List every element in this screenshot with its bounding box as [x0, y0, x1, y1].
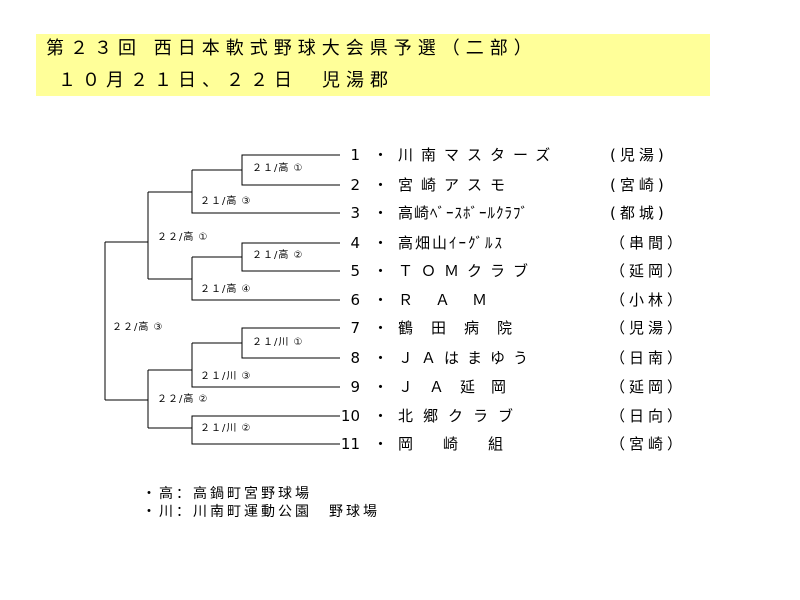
- team-name: ＪＡ延岡: [398, 378, 523, 396]
- team-dot: ・: [373, 349, 389, 367]
- team-name: ＪＡはまゆう: [398, 349, 537, 367]
- team-number: 5: [350, 262, 360, 280]
- team-region: （延岡）: [610, 262, 687, 280]
- team-row: 10 ・ 北郷クラブ （日向）: [340, 406, 740, 426]
- match-label-m1: ２１/高 ①: [252, 163, 304, 174]
- team-name: 高畑山ｲｰｸﾞﾙｽ: [398, 234, 505, 252]
- team-number: 4: [350, 234, 360, 252]
- tournament-title: 第２３回 西日本軟式野球大会県予選（二部）: [46, 38, 538, 59]
- team-row: 9 ・ ＪＡ延岡 （延岡）: [340, 377, 740, 397]
- title-banner: 第２３回 西日本軟式野球大会県予選（二部） １０月２１日、２２日 児湯郡: [36, 34, 710, 96]
- match-label-m2: ２１/高 ③: [200, 196, 252, 207]
- team-row: 6 ・ ＲＡＭ （小林）: [340, 290, 740, 310]
- team-dot: ・: [373, 146, 389, 164]
- team-number: 9: [350, 378, 360, 396]
- team-number: 3: [350, 204, 360, 222]
- team-dot: ・: [373, 319, 389, 337]
- team-row: 2 ・ 宮崎アスモ (宮崎): [340, 175, 740, 195]
- team-name: ＴＯＭクラブ: [398, 262, 537, 280]
- match-label-sf2: ２２/高 ②: [157, 394, 209, 405]
- match-label-m3: ２１/高 ②: [252, 250, 304, 261]
- team-number: 8: [350, 349, 360, 367]
- match-label-m7: ２１/川 ②: [200, 423, 252, 434]
- team-number: 11: [340, 435, 360, 453]
- team-region: （日南）: [610, 349, 687, 367]
- match-label-m6: ２１/川 ③: [200, 371, 252, 382]
- team-region: (児湯): [610, 146, 668, 164]
- team-row: 4 ・ 高畑山ｲｰｸﾞﾙｽ （串間）: [340, 233, 740, 253]
- team-region: （宮崎）: [610, 435, 687, 453]
- bracket-line-sf1: [105, 192, 149, 279]
- team-region: （串間）: [610, 234, 687, 252]
- match-label-final: ２２/高 ③: [112, 322, 164, 333]
- team-number: 10: [340, 407, 360, 425]
- team-name: ＲＡＭ: [398, 291, 510, 309]
- bracket-line-6: [148, 257, 340, 301]
- team-region: （日向）: [610, 407, 687, 425]
- team-number: 7: [350, 319, 360, 337]
- tournament-dates-venue: １０月２１日、２２日 児湯郡: [58, 70, 394, 91]
- team-dot: ・: [373, 435, 389, 453]
- team-name: 北郷クラブ: [398, 407, 524, 425]
- bracket-line-1-2: [192, 154, 340, 186]
- team-number: 2: [350, 176, 360, 194]
- team-name: 岡崎組: [398, 435, 534, 453]
- team-name: 鶴田病院: [398, 319, 531, 337]
- team-dot: ・: [373, 291, 389, 309]
- venue-legend-taka: ・高：高鍋町宮野球場: [142, 486, 312, 502]
- bracket-line-sf2: [105, 370, 149, 428]
- team-row: 1 ・ 川南マスターズ (児湯): [340, 145, 740, 165]
- team-row: 3 ・ 高崎ﾍﾞｰｽﾎﾞｰﾙｸﾗﾌﾞ (都城): [340, 203, 740, 223]
- team-name: 川南マスターズ: [398, 146, 559, 164]
- team-dot: ・: [373, 204, 389, 222]
- team-row: 5 ・ ＴＯＭクラブ （延岡）: [340, 261, 740, 281]
- team-dot: ・: [373, 407, 389, 425]
- bracket-line-10-11: [148, 415, 340, 445]
- team-dot: ・: [373, 176, 389, 194]
- match-label-m4: ２１/高 ④: [200, 284, 252, 295]
- team-name: 高崎ﾍﾞｰｽﾎﾞｰﾙｸﾗﾌﾞ: [398, 204, 530, 222]
- team-region: （小林）: [610, 291, 687, 309]
- team-region: （延岡）: [610, 378, 687, 396]
- match-label-m5: ２１/川 ①: [252, 337, 304, 348]
- bracket-line-7-8: [192, 327, 340, 359]
- team-region: (都城): [610, 204, 668, 222]
- bracket-line-4-5: [192, 242, 340, 272]
- match-label-sf1: ２２/高 ①: [157, 232, 209, 243]
- team-row: 11 ・ 岡崎組 （宮崎）: [340, 434, 740, 454]
- team-number: 6: [350, 291, 360, 309]
- team-region: (宮崎): [610, 176, 668, 194]
- team-dot: ・: [373, 234, 389, 252]
- bracket-line-3: [148, 170, 340, 214]
- team-region: （児湯）: [610, 319, 687, 337]
- venue-legend-kawa: ・川：川南町運動公園 野球場: [142, 504, 380, 520]
- team-dot: ・: [373, 378, 389, 396]
- team-row: 8 ・ ＪＡはまゆう （日南）: [340, 348, 740, 368]
- team-dot: ・: [373, 262, 389, 280]
- team-name: 宮崎アスモ: [398, 176, 514, 194]
- team-row: 7 ・ 鶴田病院 （児湯）: [340, 318, 740, 338]
- bracket-line-9: [148, 343, 340, 388]
- team-number: 1: [350, 146, 360, 164]
